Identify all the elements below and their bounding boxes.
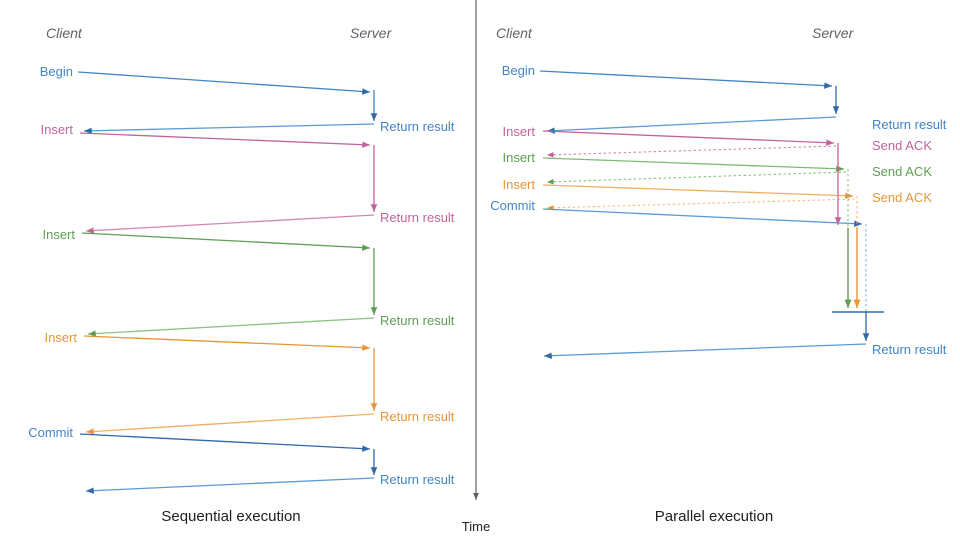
label-return-result-p2: Return result [872,342,947,357]
caption-parallel: Parallel execution [655,508,773,525]
time-axis-label: Time [462,519,490,534]
arrow-insert1-ack [546,145,837,158]
panel-parallel: Client Server Begin Inse [490,25,947,525]
arrow-insert3-response [85,413,375,435]
lane-label-client-sequential: Client [46,25,83,41]
arrow-begin-response-p [546,116,837,134]
label-insert-3-p: Insert [502,177,535,192]
label-return-result-4: Return result [380,409,455,424]
label-begin: Begin [40,64,73,79]
lane-label-server-sequential: Server [350,25,393,41]
label-insert-2-p: Insert [502,150,535,165]
label-insert-3: Insert [44,330,77,345]
arrow-insert2-request [81,232,371,251]
arrow-begin-response [83,123,375,135]
label-commit: Commit [28,425,73,440]
arrow-commit-response-p [543,343,867,359]
label-return-result-3: Return result [380,313,455,328]
label-return-result-p1: Return result [872,117,947,132]
message-arrows-sequential [77,71,378,494]
label-return-result-2: Return result [380,210,455,225]
arrow-commit-request [79,433,371,452]
label-send-ack-3: Send ACK [872,190,932,205]
label-commit-p: Commit [490,198,535,213]
time-axis-divider: Time [462,0,490,534]
arrow-insert2-ack [546,171,847,185]
label-return-result-1: Return result [380,119,455,134]
arrow-begin-request-p [539,70,833,89]
arrow-insert1-response [85,214,375,234]
client-message-labels-parallel: Begin Insert Insert Insert Commit [490,63,535,213]
label-insert-1-p: Insert [502,124,535,139]
label-send-ack-1: Send ACK [872,138,932,153]
client-message-labels-sequential: Begin Insert Insert Insert Commit [28,64,77,440]
arrow-commit-request-p [542,208,863,227]
label-begin-p: Begin [502,63,535,78]
arrow-insert1-request-p [542,130,835,146]
arrow-insert3-request-p [542,184,854,199]
lane-label-server-parallel: Server [812,25,855,41]
server-message-labels-sequential: Return result Return result Return resul… [380,119,455,487]
label-return-result-5: Return result [380,472,455,487]
arrow-begin-request [77,71,371,95]
arrow-insert2-response [87,317,375,337]
arrow-insert3-ack [546,198,856,211]
label-send-ack-2: Send ACK [872,164,932,179]
server-message-labels-parallel: Return result Send ACK Send ACK Send ACK… [872,117,947,357]
arrow-insert3-request [83,335,371,351]
caption-sequential: Sequential execution [161,508,300,525]
lane-label-client-parallel: Client [496,25,533,41]
label-insert-2: Insert [42,227,75,242]
label-insert-1: Insert [40,122,73,137]
arrow-insert2-request-p [542,157,845,172]
arrow-commit-response [85,477,375,494]
arrow-insert1-request [79,132,371,148]
message-arrows-parallel [539,70,884,359]
panel-sequential: Client Server Begin Insert Insert Insert [28,25,455,525]
